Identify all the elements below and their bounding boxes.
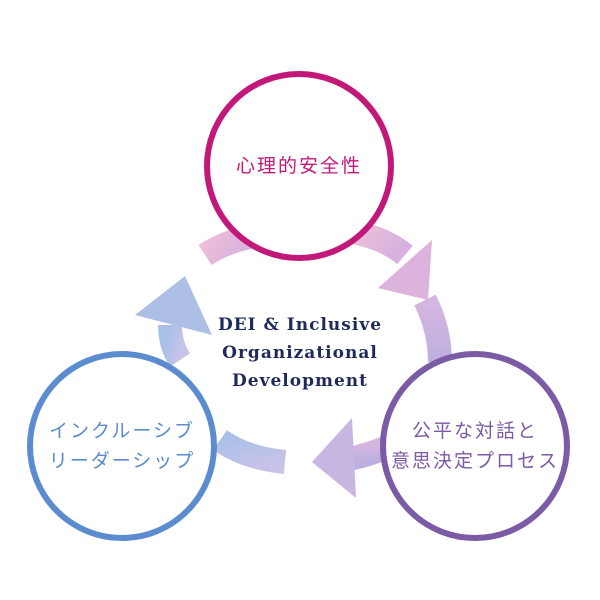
center-line-2: Organizational	[222, 343, 378, 363]
node-fair-dialogue: 公平な対話と意思決定プロセス	[380, 351, 570, 541]
inclusive-leadership-label: インクルーシブリーダーシップ	[49, 419, 196, 472]
arrow-left-to-top	[135, 276, 287, 474]
node-psychological-safety: 心理的安全性	[204, 71, 394, 261]
inclusive-leadership-line-1: インクルーシブ	[49, 419, 195, 442]
psychological-safety-label: 心理的安全性	[236, 155, 362, 177]
psychological-safety-line-1: 心理的安全性	[236, 155, 362, 177]
inclusive-leadership-line-2: リーダーシップ	[49, 450, 196, 472]
fair-dialogue-line-1: 公平な対話と	[412, 420, 538, 442]
fair-dialogue-line-2: 意思決定プロセス	[391, 450, 559, 472]
center-line-1: DEI & Inclusive	[218, 315, 382, 335]
node-inclusive-leadership: インクルーシブリーダーシップ	[27, 351, 217, 541]
center-line-3: Development	[232, 371, 368, 391]
fair-dialogue-label: 公平な対話と意思決定プロセス	[391, 420, 559, 472]
